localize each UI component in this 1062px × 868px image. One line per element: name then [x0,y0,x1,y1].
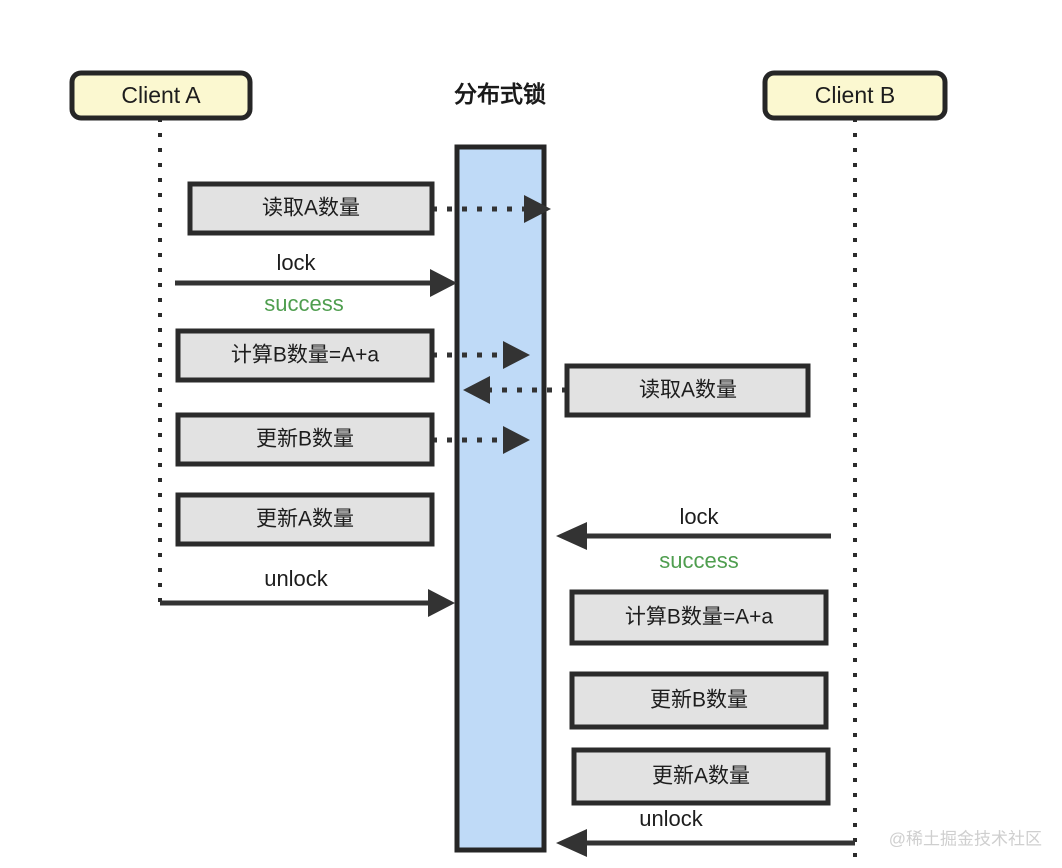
message-box-b-update-b-label: 更新B数量 [650,689,748,712]
message-box-a-read-a-rect[interactable] [187,181,435,236]
arrow-head-a-read-a [524,195,551,223]
message-box-a-update-b[interactable]: 更新B数量 [175,412,435,467]
arrow-b-lock-reply: success [659,548,738,573]
arrow-head-a-unlock [428,589,455,617]
message-box-a-update-b-rect[interactable] [175,412,435,467]
actor-client-a[interactable]: Client A [69,70,253,121]
message-box-b-read-a-label: 读取A数量 [639,379,737,402]
message-box-b-update-b[interactable]: 更新B数量 [569,671,829,730]
message-box-a-update-a[interactable]: 更新A数量 [175,492,435,547]
arrow-b-lock: lock success [556,504,831,573]
arrow-a-lock-label: lock [276,250,316,275]
arrow-a-unlock-label: unlock [264,566,329,591]
arrow-a-read-a [432,195,551,223]
arrow-b-lock-label: lock [679,504,719,529]
arrow-a-update-b [432,426,530,454]
arrow-head-a-calc-b [503,341,530,369]
message-box-b-update-a-rect[interactable] [571,747,831,806]
message-box-a-read-a-label: 读取A数量 [262,197,360,220]
message-box-b-update-a-label: 更新A数量 [652,765,750,788]
watermark: @稀土掘金技术社区 [889,829,1042,848]
actor-client-b-label: Client B [815,82,896,108]
lock-title: 分布式锁 [454,81,546,107]
message-box-a-calc-b-rect[interactable] [175,328,435,383]
arrow-b-unlock: unlock [556,806,855,857]
distributed-lock-column [454,144,547,853]
arrow-head-b-unlock [556,829,587,857]
message-box-a-update-a-label: 更新A数量 [256,508,354,531]
arrow-b-unlock-label: unlock [639,806,704,831]
arrow-head-a-lock [430,269,457,297]
actor-client-a-box[interactable] [69,70,253,121]
message-box-b-update-b-rect[interactable] [569,671,829,730]
arrow-head-a-update-b [503,426,530,454]
message-box-b-update-a[interactable]: 更新A数量 [571,747,831,806]
arrow-b-read-a [463,376,567,404]
message-box-b-read-a[interactable]: 读取A数量 [564,363,811,418]
message-box-a-update-a-rect[interactable] [175,492,435,547]
arrow-head-b-read-a [463,376,490,404]
message-box-b-read-a-rect[interactable] [564,363,811,418]
actor-client-b[interactable]: Client B [762,70,948,121]
message-box-b-calc-b[interactable]: 计算B数量=A+a [569,589,829,646]
actor-client-b-box[interactable] [762,70,948,121]
message-box-b-calc-b-rect[interactable] [569,589,829,646]
message-box-a-calc-b-label: 计算B数量=A+a [231,344,380,367]
message-box-a-read-a[interactable]: 读取A数量 [187,181,435,236]
arrow-head-b-lock [556,522,587,550]
message-box-a-update-b-label: 更新B数量 [256,428,354,451]
message-box-a-calc-b[interactable]: 计算B数量=A+a [175,328,435,383]
arrow-a-lock-reply: success [264,291,343,316]
arrow-a-calc-b [432,341,530,369]
arrow-a-lock: lock success [175,250,457,316]
message-box-b-calc-b-label: 计算B数量=A+a [625,606,774,629]
actor-client-a-label: Client A [121,82,201,108]
arrow-a-unlock: unlock [160,566,455,617]
